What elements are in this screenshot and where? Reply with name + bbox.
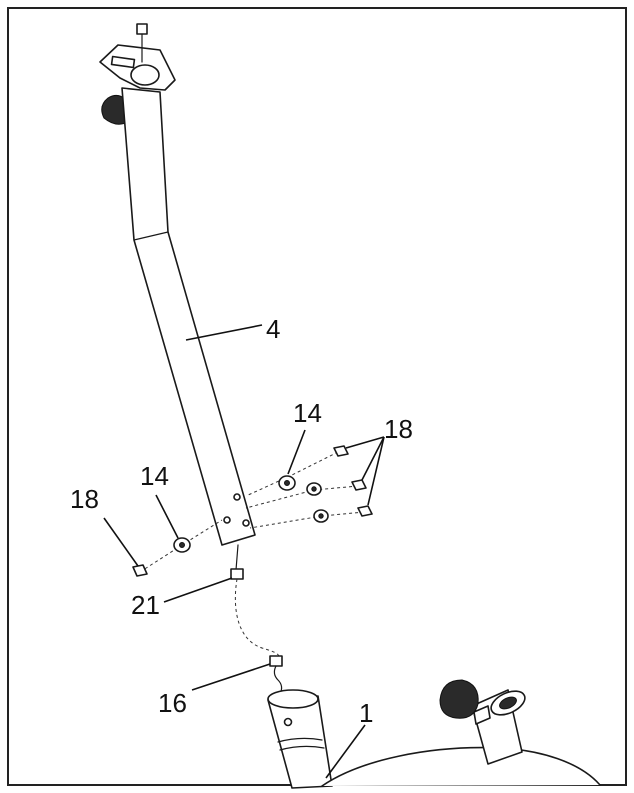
diagram-border xyxy=(7,7,627,786)
callout-washer-lower: 14 xyxy=(140,461,169,491)
wire-connector-upper xyxy=(269,655,283,667)
frame-knob xyxy=(439,679,479,719)
main-frame xyxy=(267,679,601,789)
tube-hole xyxy=(242,519,250,527)
wire-harness xyxy=(230,568,283,695)
bolt xyxy=(357,505,373,517)
tube-hole xyxy=(223,516,231,524)
frame-hole xyxy=(283,717,293,727)
clamp-slot xyxy=(110,55,136,69)
wire-connector-lower xyxy=(230,568,244,580)
frame-body xyxy=(321,746,601,787)
hardware xyxy=(132,445,373,577)
callout-bolts-right: 18 xyxy=(384,414,413,444)
adjust-knob xyxy=(101,94,129,125)
callout-bolt-left: 18 xyxy=(70,484,99,514)
clamp-hole xyxy=(130,64,160,86)
bolt xyxy=(333,445,349,457)
leader-lines xyxy=(103,324,385,779)
callout-wire-upper: 16 xyxy=(158,688,187,718)
sensor-wire xyxy=(234,578,280,661)
callout-seat-post: 4 xyxy=(266,314,280,344)
tube-hole xyxy=(233,493,241,501)
top-screw xyxy=(136,23,148,35)
bolt xyxy=(351,479,367,491)
callout-wire-lower: 21 xyxy=(131,590,160,620)
callouts: 4 14 18 14 18 21 16 1 xyxy=(70,314,413,728)
wire-coil xyxy=(273,665,283,695)
seat-post xyxy=(99,23,256,571)
callout-washer-upper: 14 xyxy=(293,398,322,428)
callout-frame: 1 xyxy=(359,698,373,728)
bolt xyxy=(132,564,148,577)
